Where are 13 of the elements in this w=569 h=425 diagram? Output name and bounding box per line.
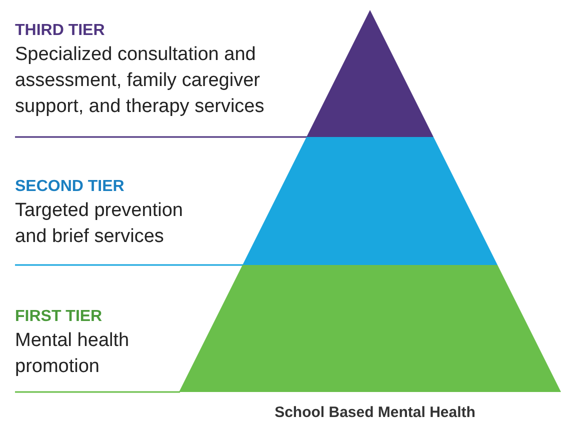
tier-description: Specialized consultation and assessment, family caregiver support, and therapy services [15,43,266,119]
tier-description: Mental health promotion [15,329,130,379]
pyramid-middle-section [242,137,498,265]
caption: School Based Mental Health [274,404,476,421]
leader-line [15,264,243,266]
tier-heading: THIRD TIER [15,21,106,41]
tier-heading: SECOND TIER [15,177,126,197]
leader-line [15,136,307,138]
pyramid-base-section [179,265,561,392]
leader-line [15,391,180,393]
pyramid-top-section [306,10,434,137]
tier-heading: FIRST TIER [15,307,104,327]
tier-description: Targeted prevention and brief services [15,199,184,249]
